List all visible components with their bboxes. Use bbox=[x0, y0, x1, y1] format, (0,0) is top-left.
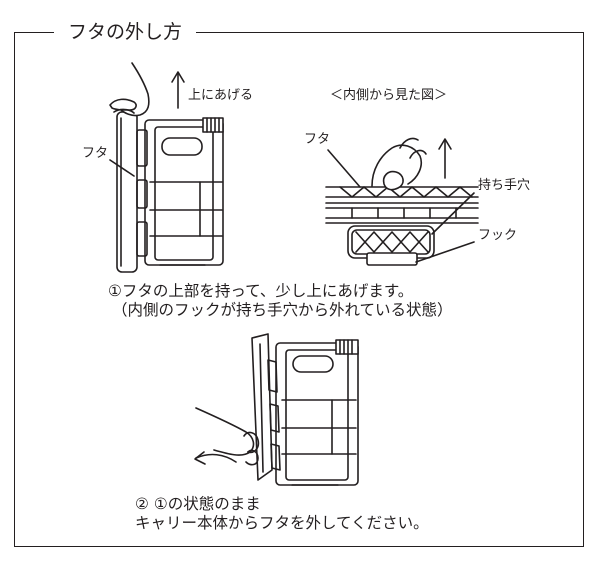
step1-caption-line2: （内側のフックが持ち手穴から外れている状態） bbox=[112, 301, 453, 319]
step1-side-view bbox=[109, 62, 224, 273]
lift-label: 上にあげる bbox=[188, 88, 254, 103]
inside-lid-label: フタ bbox=[304, 132, 331, 147]
instruction-frame bbox=[14, 32, 584, 547]
hook-label: フック bbox=[478, 228, 518, 243]
step2-side-view bbox=[194, 333, 359, 486]
step1-inside-view bbox=[325, 137, 479, 266]
step2-caption-line1: ② ①の状態のまま bbox=[135, 495, 261, 513]
page-title: フタの外し方 bbox=[54, 20, 197, 44]
handle-hole-label: 持ち手穴 bbox=[478, 178, 531, 193]
step2-caption-line2: キャリー本体からフタを外してください。 bbox=[135, 514, 429, 532]
inside-view-label: ＜内側から見た図＞ bbox=[330, 88, 448, 103]
lid-label: フタ bbox=[82, 146, 109, 161]
step1-caption-line1: ①フタの上部を持って、少し上にあげます。 bbox=[108, 282, 414, 300]
